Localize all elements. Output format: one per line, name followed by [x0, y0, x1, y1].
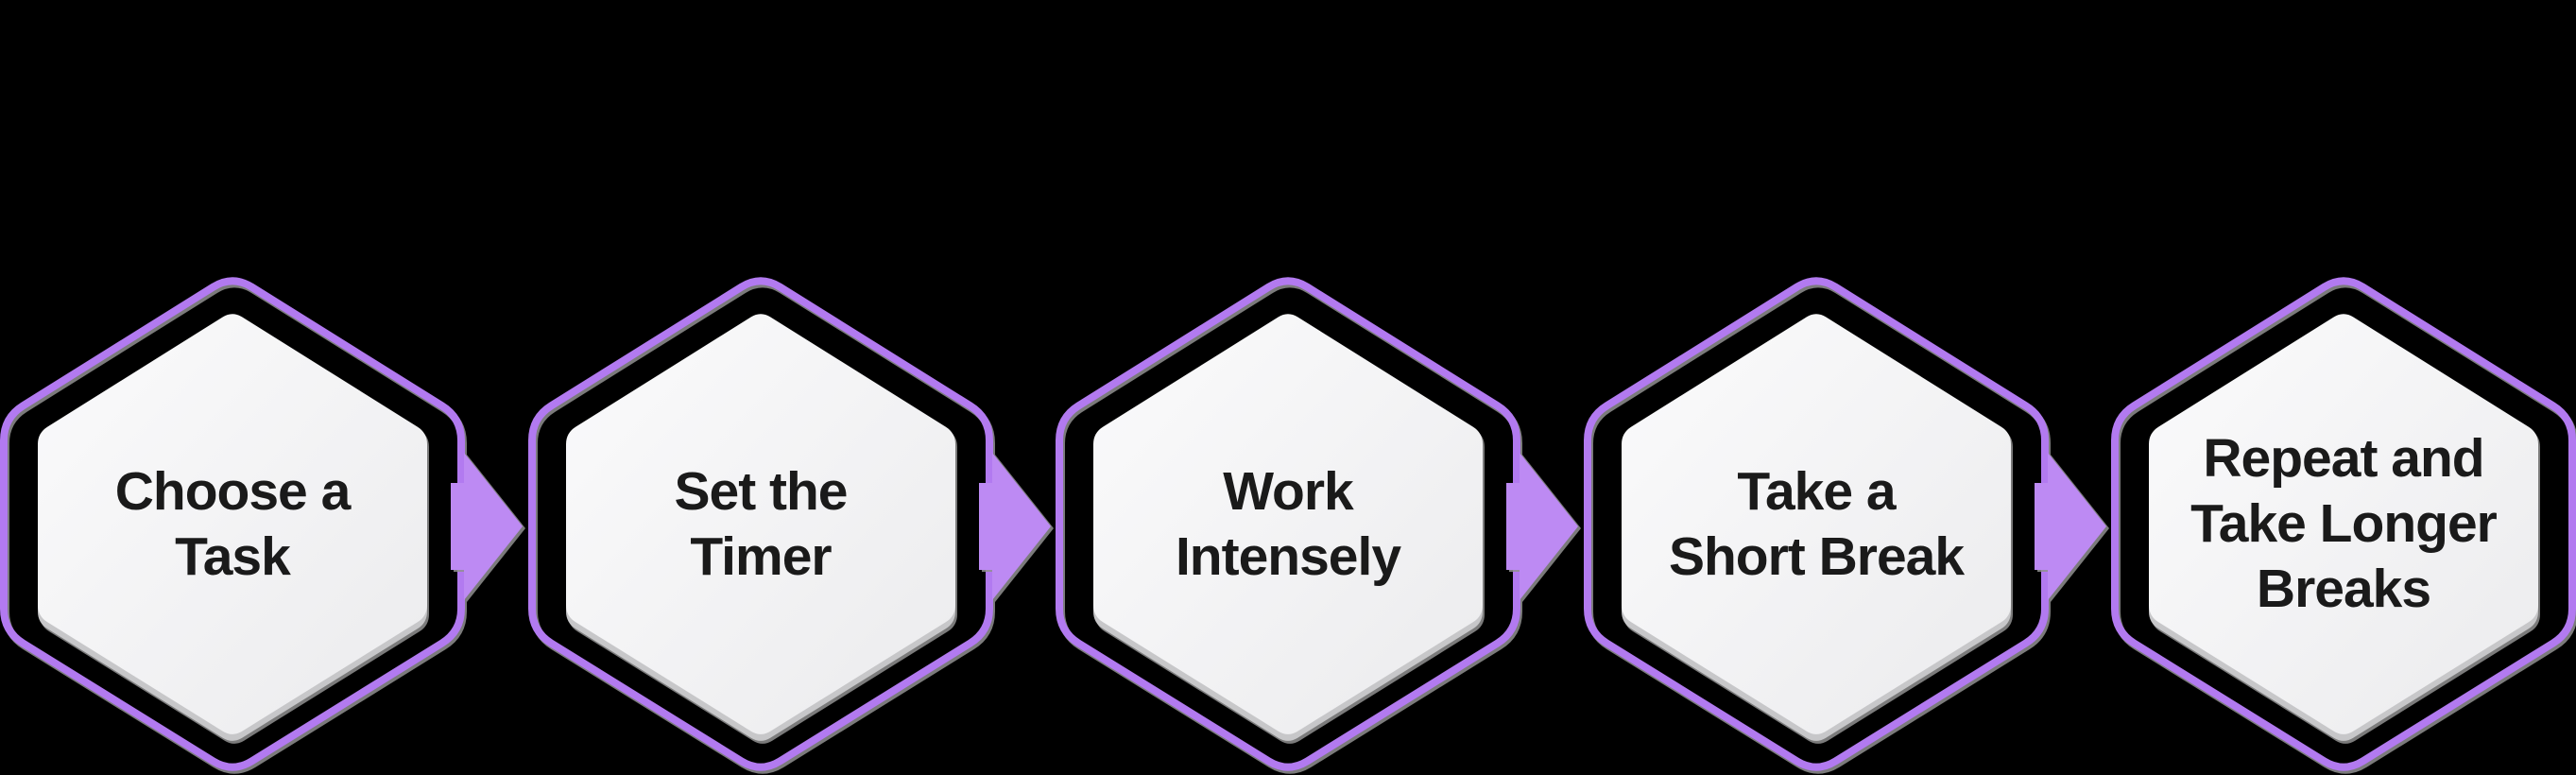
hexagon-outline: [2111, 277, 2576, 771]
node-label-line: Short Break: [1668, 525, 1965, 587]
node-label-line: Breaks: [2256, 559, 2431, 619]
node-label-line: Take a: [1737, 460, 1896, 522]
arrow-connector-icon: [1506, 447, 1584, 606]
hexagon-fill: [38, 314, 427, 734]
node-label-line: Choose a: [114, 460, 352, 522]
right-arrow-icon: [1506, 453, 1578, 600]
hexagon-outline: [0, 277, 465, 771]
hexagon-fill: [1622, 314, 2011, 734]
arrow-connector-icon: [979, 447, 1056, 606]
right-arrow-glyph: [2035, 453, 2106, 600]
hexagon-outline: [1584, 277, 2049, 771]
hexagon-shape: [528, 277, 993, 771]
node-label-line: Intensely: [1175, 525, 1401, 587]
right-arrow-icon: [451, 453, 523, 600]
hexagon-fill: [566, 314, 955, 734]
node-label-line: Set the: [674, 460, 848, 522]
node-label-line: Repeat and: [2203, 428, 2484, 489]
hexagon-shape: [0, 277, 465, 771]
hexagon-fill: [2149, 314, 2538, 734]
node-label-line: Take Longer: [2190, 493, 2498, 554]
hexagon-fill: [1093, 314, 1483, 734]
node-label-line: Task: [175, 525, 291, 587]
node-label-line: Work: [1223, 460, 1353, 522]
hexagon-outline: [528, 277, 993, 771]
node-label-line: Timer: [690, 525, 832, 587]
right-arrow-icon: [979, 453, 1051, 600]
right-arrow-icon: [2035, 453, 2106, 600]
right-arrow-glyph: [451, 453, 523, 600]
hexagon-outline: [1056, 277, 1520, 771]
right-arrow-glyph: [1506, 453, 1578, 600]
right-arrow-glyph: [979, 453, 1051, 600]
hexagon-shape: [2111, 277, 2576, 771]
hexagon-shape: [1584, 277, 2049, 771]
arrow-connector-icon: [2035, 447, 2112, 606]
hexagon-shape: [1056, 277, 1520, 771]
arrow-connector-icon: [451, 447, 528, 606]
